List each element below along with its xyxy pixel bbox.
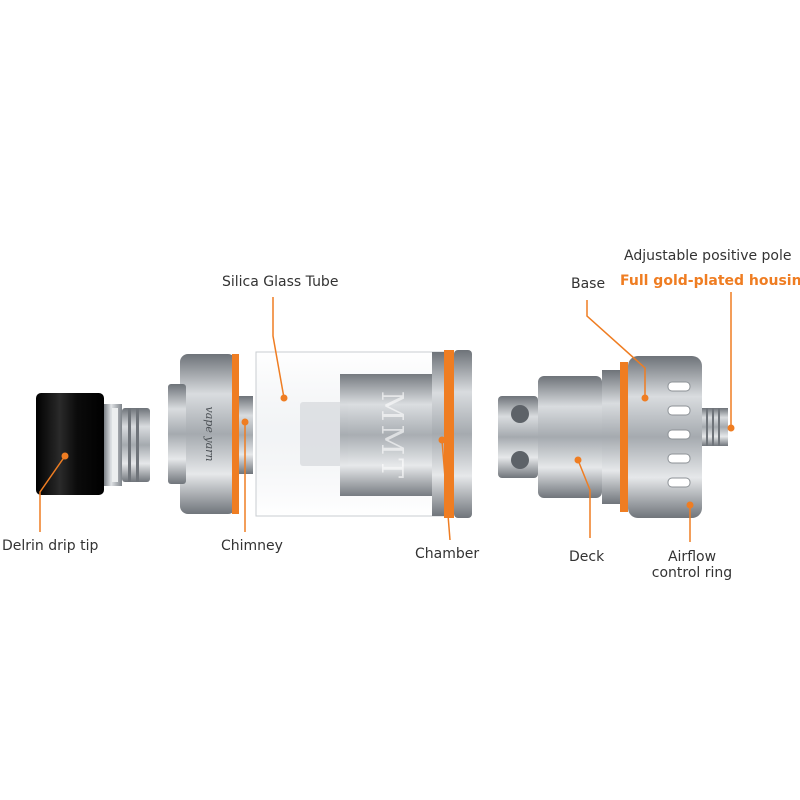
base-icon [620, 356, 728, 518]
dot-chimney [241, 418, 249, 426]
label-silica-glass-tube: Silica Glass Tube [222, 274, 339, 290]
leader-chamber [441, 439, 451, 541]
label-chimney: Chimney [221, 538, 283, 554]
label-delrin-drip-tip: Delrin drip tip [2, 538, 99, 554]
label-adjustable-positive-pole: Adjustable positive pole [624, 248, 792, 264]
dot-chamber [438, 436, 446, 444]
dot-deck [574, 456, 582, 464]
dot-base [641, 394, 649, 402]
leader-glass-tube [272, 297, 285, 399]
label-chamber: Chamber [415, 546, 480, 562]
label-full-gold-plated-housing: Full gold-plated housing [620, 273, 800, 289]
drip-tip-icon [36, 393, 150, 495]
label-deck: Deck [569, 549, 605, 565]
dot-drip-tip [61, 452, 69, 460]
cap-engraving: vape yarn [203, 407, 216, 462]
callouts [39, 292, 732, 542]
glass-tube-icon [255, 350, 472, 518]
leader-base [586, 300, 646, 398]
dot-glass-tube [280, 394, 288, 402]
deck-icon [498, 370, 622, 504]
dot-airflow [686, 501, 694, 509]
label-base: Base [571, 276, 606, 292]
top-cap-icon [168, 354, 253, 514]
label-airflow-line2: control ring [651, 565, 733, 581]
label-airflow-control-ring: Airflow control ring [650, 549, 734, 581]
tube-engraving: MMT [374, 391, 409, 481]
leader-drip-tip [39, 455, 66, 532]
leader-deck [577, 459, 591, 538]
label-airflow-line1: Airflow [667, 549, 717, 565]
dot-positive-pole [727, 424, 735, 432]
callout-dots [61, 394, 735, 509]
